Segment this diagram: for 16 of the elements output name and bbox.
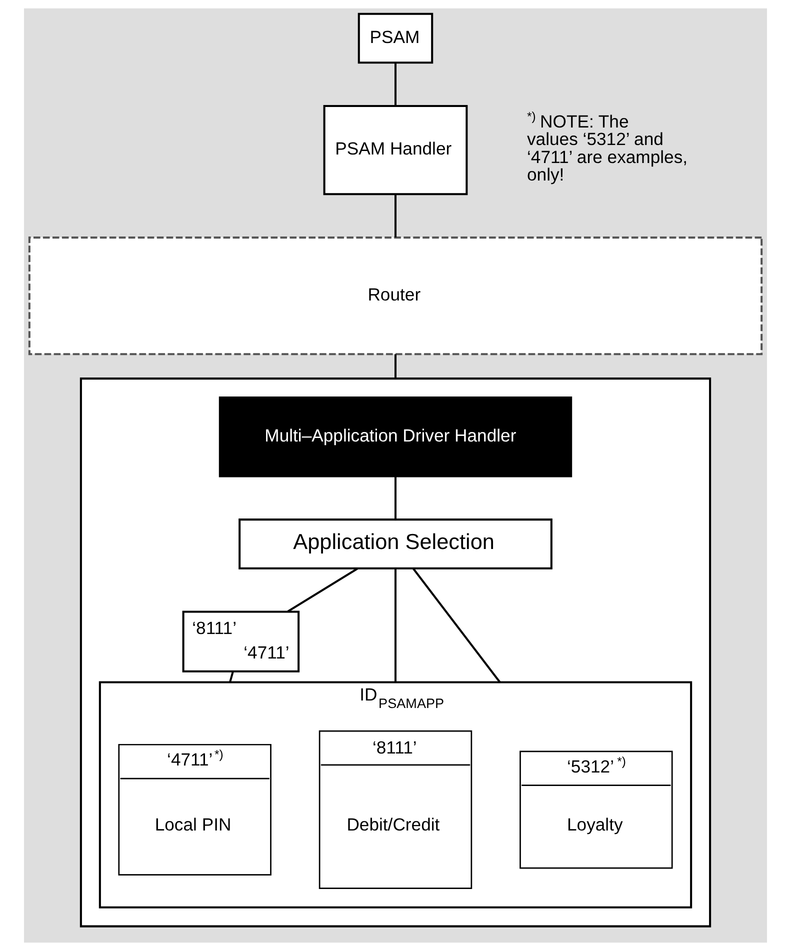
node-box: PSAM — [357, 12, 433, 64]
connector — [394, 62, 396, 106]
connector — [394, 476, 396, 520]
node-box: Router — [28, 236, 762, 356]
connector — [412, 568, 500, 683]
connector — [286, 568, 358, 612]
node-box: PSAM Handler — [322, 105, 468, 196]
node-box: Application Selection — [238, 518, 552, 570]
connector — [394, 194, 396, 238]
node-box: Multi–Application Driver Handler — [218, 396, 572, 478]
label: $^{*)}$ NOTE: The values ‘5312’ and ‘4711’ are examples, only! — [526, 110, 688, 184]
cluster — [79, 378, 711, 928]
node-box: ‘8111’ ‘4711’ — [182, 610, 300, 672]
connector — [394, 354, 396, 379]
connector — [228, 671, 234, 683]
connector — [394, 568, 396, 682]
